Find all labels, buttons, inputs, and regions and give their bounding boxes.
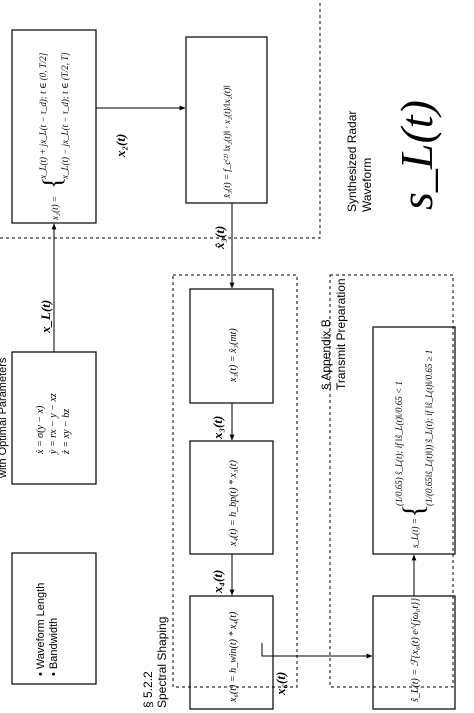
transmit-case-1: (1/0.65) ŝ_L(t); if ‖ŝ_L(t)‖/0.65 < 1 <box>394 381 404 506</box>
section-appendix-ref: § Appendix B <box>319 319 333 390</box>
signal-x2-label: x₂(t) <box>113 134 128 158</box>
bandpass-equation: x₄(t) = h_bp(t) * x₃(t) <box>228 459 239 547</box>
signal-x4-label: x₄(t) <box>210 570 225 594</box>
output-title-line-2: Waveform <box>360 158 374 212</box>
spectral-shaping-region <box>172 274 298 688</box>
mixing-equation: ŝ_L(t) = ℱ{x₆(t) e^{jω₀t}} <box>410 598 421 702</box>
lorenz-partial-title: with Optimal Parameters <box>0 357 9 479</box>
iq-lhs: x₂(t) = <box>50 196 60 221</box>
signal-x3-label: x₃(t) <box>210 416 225 440</box>
window-equation: x₆(t) = h_win(t) * x₄(t) <box>228 611 239 703</box>
window-block <box>189 595 274 710</box>
output-signal-sL: s_L(t) <box>391 100 442 210</box>
lorenz-eq-1: ẋ = σ(y − x) <box>35 405 46 455</box>
transmit-preparation-region <box>329 274 454 688</box>
section-spectral-ref: § 5.2.2 <box>141 671 155 708</box>
arrow-window-to-mixing <box>261 643 373 659</box>
iq-line-1: x_L(t) + jx_L(t − τ_d); t ∈ (0, T/2] <box>38 52 48 180</box>
section-spectral-name: Spectral Shaping <box>155 617 169 708</box>
sampling-equation: x₃(t) = x̂₃(mt) <box>228 328 239 383</box>
transmit-lhs: s_L(t) = <box>410 518 420 548</box>
iq-brace: { <box>38 177 67 189</box>
signal-xL-label: x_L(t) <box>38 300 53 334</box>
input-block <box>11 552 97 685</box>
normalize-block <box>185 36 268 204</box>
transmit-brace: { <box>397 504 430 518</box>
lorenz-eq-2: ẏ = rx − y − xz <box>48 393 59 455</box>
iq-build-block <box>11 29 97 224</box>
input-bullet-2: • Bandwidth <box>48 618 60 676</box>
signal-x6-label: x₆(t) <box>273 672 288 696</box>
transmit-norm-block <box>372 326 456 555</box>
lorenz-eq-3: ż = xy − bz <box>61 409 72 455</box>
transmit-case-2: (1/(0.65‖ŝ_L(t)‖)) ŝ_L(t); if ‖ŝ_L(t)‖/0… <box>424 350 434 506</box>
output-title-line-1: Synthesized Radar <box>345 111 359 212</box>
signal-x3hat-label: x̂₃(t) <box>212 226 227 250</box>
input-bullet-1: • Waveform Length <box>35 583 47 676</box>
section-appendix-name: Transmit Preparation <box>334 278 348 390</box>
top-region-boundary <box>0 0 321 239</box>
iq-line-2: x_L(t) − jx_L(t − τ_d); t ∈ (T/2, T] <box>60 52 70 180</box>
normalize-equation: x̂₃(t) = f_c⁽²⁾ ‖x₂(t)‖ · x₂(t)/‖x₂(t)‖ <box>222 85 232 199</box>
